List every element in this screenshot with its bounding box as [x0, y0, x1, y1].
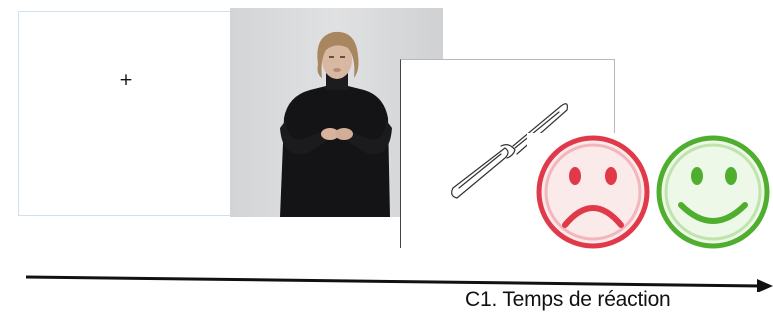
fixation-frame: +: [18, 11, 234, 216]
fixation-cross: +: [19, 70, 233, 90]
time-caption: C1. Temps de réaction: [465, 288, 671, 312]
happy-face-icon: [659, 138, 767, 246]
response-faces-frame: [527, 133, 773, 257]
sad-face-icon: [539, 138, 647, 246]
